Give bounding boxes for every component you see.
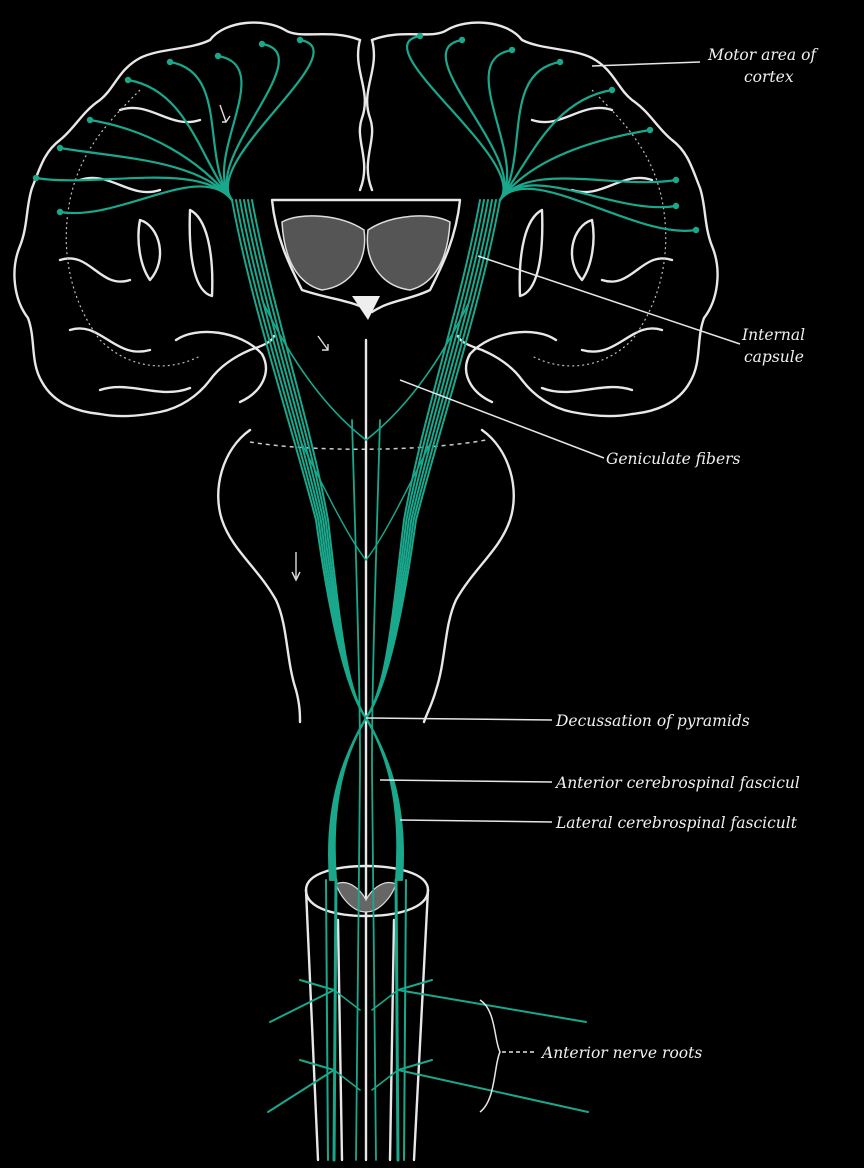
- right-cortex-fiber-origin: [673, 203, 679, 209]
- right-cortex-fiber-origin: [609, 87, 615, 93]
- left-cortex-fiber-origin: [87, 117, 93, 123]
- right-cortex-fiber-origin: [557, 59, 563, 65]
- label-internal-capsule-line2: capsule: [744, 348, 804, 366]
- left-lateral-column-fiber: [334, 880, 336, 1160]
- right-cortex-fiber-origin: [673, 177, 679, 183]
- left-cortex-fiber-origin: [215, 53, 221, 59]
- right-cortex-fiber-origin: [693, 227, 699, 233]
- left-cortex-fiber-origin: [125, 77, 131, 83]
- label-internal-capsule-line1: Internal: [741, 326, 805, 344]
- right-cortex-fiber-origin: [459, 37, 465, 43]
- left-cortex-fiber-origin: [167, 59, 173, 65]
- label-anterior-nerve-roots: Anterior nerve roots: [540, 1044, 702, 1062]
- left-cortex-fiber-origin: [57, 209, 63, 215]
- right-cortex-fiber-origin: [647, 127, 653, 133]
- right-lateral-column-fiber: [396, 880, 398, 1160]
- left-cortex-fiber-origin: [259, 41, 265, 47]
- left-cortex-fiber-origin: [57, 145, 63, 151]
- label-motor-area-line1: Motor area of: [707, 46, 819, 64]
- label-lateral-fasciculus: Lateral cerebrospinal fascicult: [555, 814, 798, 832]
- label-motor-area-line2: cortex: [744, 68, 794, 86]
- right-cortex-fiber-origin: [417, 33, 423, 39]
- right-cortex-fiber-origin: [509, 47, 515, 53]
- left-cortex-fiber-origin: [297, 37, 303, 43]
- label-decussation: Decussation of pyramids: [555, 712, 750, 730]
- label-anterior-fasciculus: Anterior cerebrospinal fascicul: [554, 774, 800, 792]
- left-cortex-fiber-origin: [33, 175, 39, 181]
- label-geniculate-fibers: Geniculate fibers: [606, 450, 741, 468]
